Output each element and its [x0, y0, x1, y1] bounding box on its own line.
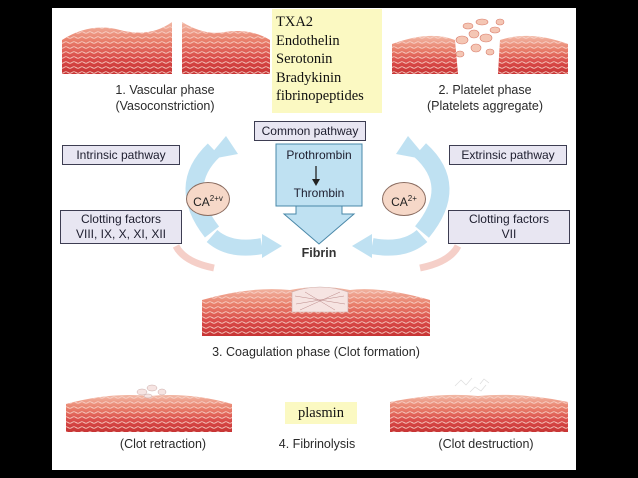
- extrinsic-clotting-factors-title: Clotting factors: [468, 212, 550, 226]
- mediators-box: TXA2 Endothelin Serotonin Bradykinin fib…: [272, 9, 382, 113]
- clot-retraction-tissue: [66, 384, 232, 432]
- clot-destruction-tissue: [390, 377, 568, 432]
- platelet-phase-subtitle: (Platelets aggregate): [426, 99, 544, 113]
- common-pathway-box: Common pathway: [254, 121, 366, 141]
- vascular-phase-caption: 1. Vascular phase (Vasoconstriction): [90, 82, 240, 114]
- vascular-tissue-left: [62, 22, 172, 74]
- clot-retraction-caption: (Clot retraction): [119, 437, 207, 451]
- mediator-serotonin: Serotonin: [276, 51, 333, 67]
- coagulation-phase-caption: 3. Coagulation phase (Clot formation): [212, 345, 420, 359]
- platelet-tissue: [392, 18, 568, 74]
- intrinsic-clotting-factors-list: VIII, IX, X, XI, XII: [75, 227, 167, 241]
- mediator-txa2: TXA2: [276, 14, 314, 30]
- pink-feedback-arrows: [172, 244, 462, 272]
- mediator-fibrinopeptides: fibrinopeptides: [276, 88, 364, 104]
- prothrombin-label: Prothrombin: [286, 148, 352, 162]
- thrombin-label: Thrombin: [293, 186, 345, 200]
- calcium-left-base: CA: [193, 195, 210, 209]
- intrinsic-pathway-box: Intrinsic pathway: [62, 145, 180, 165]
- calcium-right-badge: CA2+: [382, 182, 426, 216]
- coagulation-tissue: [202, 286, 430, 336]
- extrinsic-curved-arrow: [352, 136, 450, 258]
- plasmin-box: plasmin: [285, 402, 357, 424]
- extrinsic-clotting-factors-box: Clotting factors VII: [448, 210, 570, 244]
- intrinsic-clotting-factors-box: Clotting factors VIII, IX, X, XI, XII: [60, 210, 182, 244]
- extrinsic-clotting-factors-list: VII: [501, 227, 517, 241]
- platelet-phase-caption: 2. Platelet phase (Platelets aggregate): [410, 82, 560, 114]
- calcium-left-badge: CA2+v: [186, 182, 230, 216]
- platelet-phase-title: 2. Platelet phase: [438, 83, 532, 97]
- vascular-phase-subtitle: (Vasoconstriction): [115, 99, 215, 113]
- mediator-bradykinin: Bradykinin: [276, 69, 342, 86]
- clot-destruction-caption: (Clot destruction): [438, 437, 534, 451]
- calcium-right-sup: 2+: [407, 194, 417, 203]
- intrinsic-clotting-factors-title: Clotting factors: [80, 212, 162, 226]
- central-arrow: [275, 143, 363, 245]
- calcium-left-sup: 2+v: [209, 194, 223, 203]
- mediator-endothelin: Endothelin: [276, 32, 340, 49]
- fibrinolysis-caption: 4. Fibrinolysis: [278, 437, 356, 451]
- fibrin-label: Fibrin: [301, 246, 337, 260]
- extrinsic-pathway-box: Extrinsic pathway: [449, 145, 567, 165]
- vascular-tissue-right: [182, 22, 270, 74]
- calcium-right-base: CA: [391, 195, 408, 209]
- vascular-phase-title: 1. Vascular phase: [115, 83, 215, 97]
